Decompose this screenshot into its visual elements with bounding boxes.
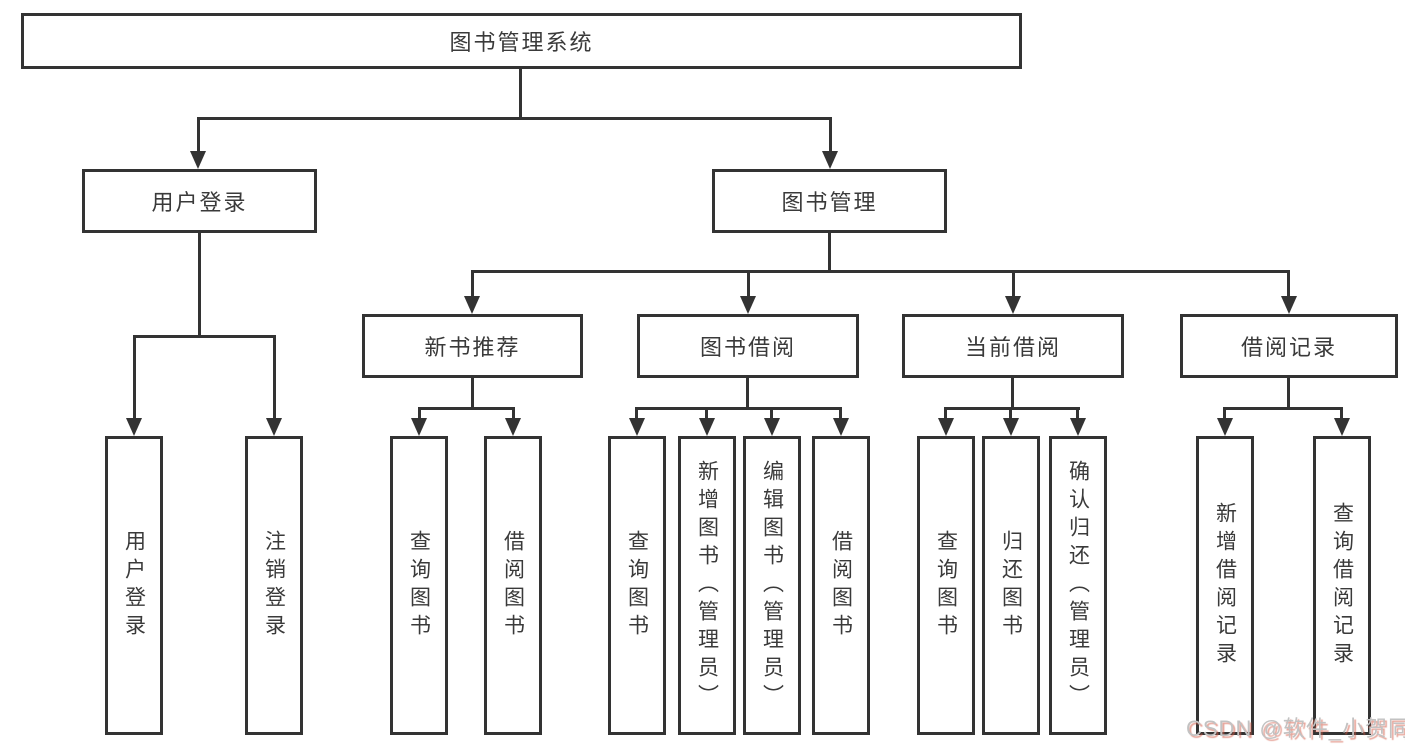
csdn-watermark: CSDN @软件_小贺同学 xyxy=(1186,716,1405,741)
connector-line xyxy=(133,335,276,338)
connector-line xyxy=(1011,378,1014,407)
arrowhead-down-icon xyxy=(126,418,142,436)
connector-line xyxy=(197,117,200,151)
node-borrow-record: 借阅记录 xyxy=(1180,314,1398,378)
connector-line xyxy=(1009,407,1012,418)
arrowhead-down-icon xyxy=(1281,296,1297,314)
leaf-query-books: 查询图书 xyxy=(917,436,975,735)
connector-line xyxy=(829,117,832,151)
connector-line xyxy=(1340,407,1343,418)
node-book-borrow: 图书借阅 xyxy=(637,314,859,378)
connector-line xyxy=(746,378,749,407)
arrowhead-down-icon xyxy=(1334,418,1350,436)
arrowhead-down-icon xyxy=(190,151,206,169)
node-root: 图书管理系统 xyxy=(21,13,1022,69)
arrowhead-down-icon xyxy=(833,418,849,436)
connector-line xyxy=(705,407,708,418)
connector-line xyxy=(839,407,842,418)
connector-line xyxy=(471,270,474,296)
leaf-query-borrow-record: 查询借阅记录 xyxy=(1313,436,1371,735)
leaf-logout: 注销登录 xyxy=(245,436,303,735)
arrowhead-down-icon xyxy=(1070,418,1086,436)
connector-line xyxy=(1223,407,1343,410)
connector-line xyxy=(1012,270,1015,296)
leaf-borrow-book: 借阅图书 xyxy=(812,436,870,735)
connector-line xyxy=(418,407,421,418)
connector-line xyxy=(273,335,276,418)
arrowhead-down-icon xyxy=(822,151,838,169)
leaf-add-book-admin: 新增图书（管理员） xyxy=(678,436,736,735)
arrowhead-down-icon xyxy=(411,418,427,436)
node-user-login: 用户登录 xyxy=(82,169,317,233)
connector-line xyxy=(197,117,832,120)
leaf-query-books: 查询图书 xyxy=(608,436,666,735)
arrowhead-down-icon xyxy=(629,418,645,436)
arrowhead-down-icon xyxy=(1217,418,1233,436)
connector-line xyxy=(747,270,750,296)
arrowhead-down-icon xyxy=(764,418,780,436)
leaf-confirm-return-admin: 确认归还（管理员） xyxy=(1049,436,1107,735)
connector-line xyxy=(944,407,1080,410)
leaf-borrow-book: 借阅图书 xyxy=(484,436,542,735)
arrowhead-down-icon xyxy=(505,418,521,436)
connector-line xyxy=(1287,270,1290,296)
leaf-query-books: 查询图书 xyxy=(390,436,448,735)
leaf-edit-book-admin: 编辑图书（管理员） xyxy=(743,436,801,735)
connector-line xyxy=(1223,407,1226,418)
arrowhead-down-icon xyxy=(699,418,715,436)
connector-line xyxy=(519,69,522,117)
arrowhead-down-icon xyxy=(464,296,480,314)
arrowhead-down-icon xyxy=(266,418,282,436)
connector-line xyxy=(471,378,474,407)
connector-line xyxy=(635,407,638,418)
leaf-user-login: 用户登录 xyxy=(105,436,163,735)
arrowhead-down-icon xyxy=(938,418,954,436)
connector-line xyxy=(198,233,201,335)
leaf-return-book: 归还图书 xyxy=(982,436,1040,735)
connector-line xyxy=(1076,407,1079,418)
connector-line xyxy=(471,270,1290,273)
connector-line xyxy=(1287,378,1290,407)
connector-line xyxy=(770,407,773,418)
connector-line xyxy=(133,335,136,418)
connector-line xyxy=(828,233,831,270)
connector-line xyxy=(418,407,515,410)
arrowhead-down-icon xyxy=(1005,296,1021,314)
arrowhead-down-icon xyxy=(1003,418,1019,436)
arrowhead-down-icon xyxy=(740,296,756,314)
connector-line xyxy=(512,407,515,418)
connector-line xyxy=(635,407,842,410)
node-new-book-recommend: 新书推荐 xyxy=(362,314,583,378)
connector-line xyxy=(944,407,947,418)
node-book-management: 图书管理 xyxy=(712,169,947,233)
leaf-add-borrow-record: 新增借阅记录 xyxy=(1196,436,1254,735)
node-current-borrow: 当前借阅 xyxy=(902,314,1124,378)
